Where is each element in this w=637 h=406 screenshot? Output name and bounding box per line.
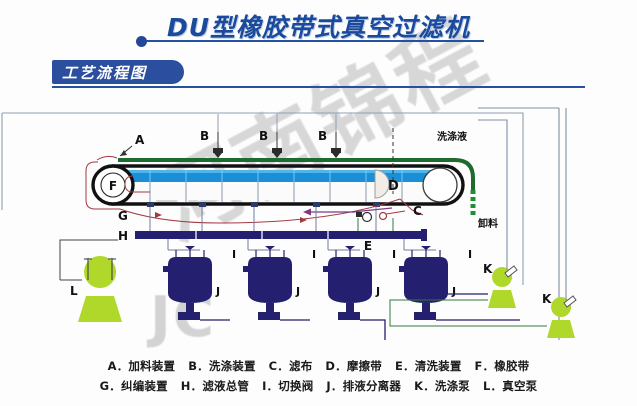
pulley-right	[422, 167, 458, 203]
label-b3: B	[318, 129, 327, 143]
filtrate-manifold-h	[135, 229, 427, 241]
legend-item-b: B．洗涤装置	[188, 359, 256, 373]
vacuum-pump-l: L	[60, 256, 122, 322]
legend-item-l: L．真空泵	[483, 379, 538, 393]
annotation-wash-liquid: 洗涤液	[437, 130, 467, 143]
legend-row-1: A．加料装置 B．洗涤装置 C．滤布 D．摩擦带 E．清洗装置 F．橡胶带	[0, 356, 637, 376]
filter-cake-layer	[118, 170, 444, 182]
title-underline	[143, 40, 484, 42]
label-d: D	[388, 179, 399, 194]
wash-device-b2: B	[259, 129, 282, 158]
flow-arrow-left	[155, 212, 307, 223]
legend-row-2: G．纠编装置 H．滤液总管 I．切换阀 J．排液分离器 K．洗涤泵 L．真空泵	[0, 376, 637, 396]
separator-vessel-j3: J I	[323, 246, 396, 320]
legend-item-f: F．橡胶带	[474, 359, 530, 373]
subtitle-banner-bg	[52, 60, 184, 84]
wash-device-b3: B	[318, 129, 341, 158]
separator-vessel-j4: J I	[399, 246, 472, 320]
legend-item-k: K．洗涤泵	[414, 379, 471, 393]
vacuum-box-row	[147, 202, 380, 207]
legend-item-g: G．纠编装置	[99, 379, 168, 393]
legend-item-e: E．清洗装置	[394, 359, 462, 373]
title-bullet-icon	[136, 36, 147, 47]
legend-item-j: J．排液分离器	[326, 379, 402, 393]
vessel-discharge-piping	[200, 319, 520, 340]
subtitle-banner: 工艺流程图	[52, 60, 184, 84]
vacuum-header	[59, 239, 118, 280]
legend-item-c: C．滤布	[268, 359, 313, 373]
legend-item-h: H．滤液总管	[180, 379, 250, 393]
wash-pump-k2: K	[542, 292, 577, 338]
manifold-down-legs	[167, 239, 436, 251]
label-j4: J	[451, 285, 456, 298]
label-j2: J	[295, 285, 300, 298]
label-j1: J	[215, 285, 220, 298]
legend: A．加料装置 B．洗涤装置 C．滤布 D．摩擦带 E．清洗装置 F．橡胶带 G．…	[0, 356, 637, 396]
page-title: DU型橡胶带式真空过滤机	[166, 13, 471, 42]
wash-supply-rails	[217, 114, 337, 132]
subtitle-label: 工艺流程图	[62, 64, 148, 82]
drain-legs	[149, 207, 377, 231]
label-i4: I	[468, 248, 472, 261]
label-j3: J	[375, 285, 380, 298]
label-e: E	[364, 239, 372, 253]
belt-green-rail	[118, 158, 475, 190]
wash-device-b1: B	[200, 129, 223, 158]
legend-item-a: A．加料装置	[107, 359, 176, 373]
legend-item-i: I．切换阀	[262, 379, 314, 393]
pulley-f: F	[91, 164, 135, 206]
label-g: G	[118, 209, 128, 223]
wash-pump-k1: K	[483, 262, 518, 308]
subtitle-underline	[52, 86, 585, 88]
label-i1: I	[232, 248, 236, 261]
label-a-group: A	[119, 133, 145, 157]
label-b1: B	[200, 129, 209, 143]
wash-return-piping	[389, 299, 547, 327]
label-i2: I	[312, 248, 316, 261]
label-c: C	[413, 204, 422, 218]
legend-item-d: D．摩擦带	[325, 359, 382, 373]
separator-vessel-j2: J I	[243, 246, 316, 320]
label-k2: K	[542, 292, 552, 306]
annotation-discharge-1: 卸料	[478, 217, 498, 230]
separator-vessel-j1: J I	[163, 246, 236, 320]
label-i3: I	[392, 248, 396, 261]
friction-belt-d	[374, 169, 390, 199]
label-b2: B	[259, 129, 268, 143]
label-h: H	[118, 229, 128, 243]
label-a: A	[135, 133, 145, 147]
process-flow-diagram: F	[0, 90, 637, 355]
flow-arrow-purple	[303, 207, 393, 216]
label-k1: K	[483, 262, 493, 276]
wash-riser-piping	[478, 108, 567, 300]
label-f: F	[109, 179, 117, 193]
label-l: L	[70, 284, 78, 298]
